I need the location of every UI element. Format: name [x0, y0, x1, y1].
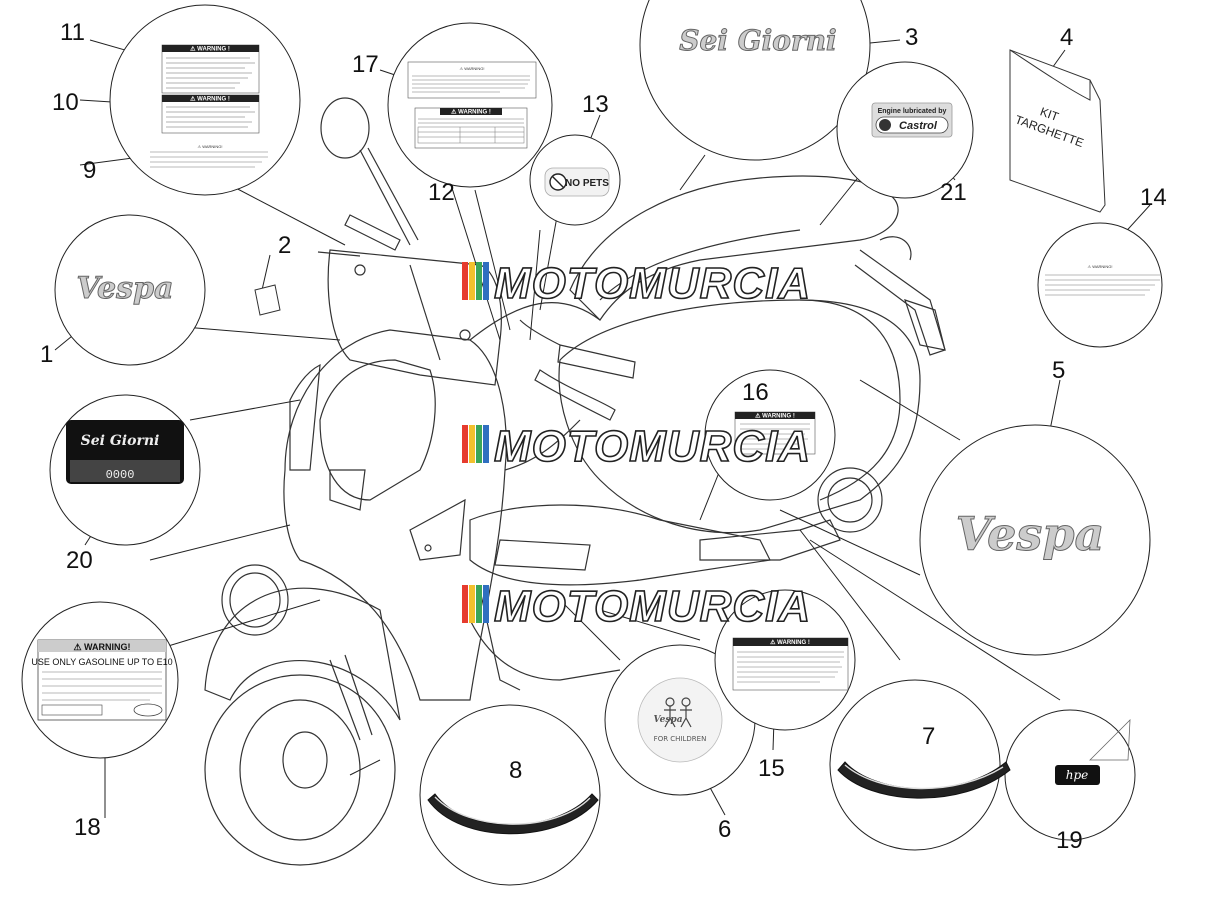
decal-warning-14: ⚠ WARNING!	[1045, 264, 1160, 296]
callout-9: 9	[83, 157, 96, 184]
watermark-3: MOTOMURCIA	[462, 581, 811, 632]
circle-stripe-7	[829, 679, 1001, 851]
callout-4: 4	[1060, 24, 1073, 51]
svg-text:⚠ WARNING!: ⚠ WARNING!	[1088, 264, 1113, 269]
front-wheel	[204, 674, 396, 866]
svg-text:⚠ WARNING !: ⚠ WARNING !	[451, 109, 491, 116]
circle-sei-giorni	[639, 0, 871, 161]
decal-warning-10: ⚠ WARNING !	[161, 94, 260, 134]
svg-text:⚠ WARNING !: ⚠ WARNING !	[190, 46, 230, 53]
svg-text:Sei Giorni: Sei Giorni	[679, 24, 836, 57]
decal-stripe-7	[837, 761, 1011, 799]
callout-16: 16	[742, 379, 769, 406]
callout-1: 1	[40, 341, 53, 368]
svg-text:Vespa: Vespa	[77, 271, 174, 306]
svg-text:KIT: KIT	[1038, 104, 1061, 124]
decal-warning-11: ⚠ WARNING !	[161, 44, 260, 94]
callout-19: 19	[1056, 827, 1083, 854]
svg-text:MOTOMURCIA: MOTOMURCIA	[494, 259, 811, 308]
callout-7: 7	[922, 723, 935, 750]
callout-20: 20	[66, 547, 93, 574]
svg-text:Castrol: Castrol	[899, 120, 938, 132]
svg-text:USE ONLY GASOLINE UP TO E10: USE ONLY GASOLINE UP TO E10	[31, 657, 172, 667]
watermark-2: MOTOMURCIA	[462, 421, 811, 472]
callout-8: 8	[509, 757, 522, 784]
mirror	[320, 97, 370, 159]
svg-text:⚠ WARNING!: ⚠ WARNING!	[198, 144, 223, 149]
callout-13: 13	[582, 91, 609, 118]
callout-15: 15	[758, 755, 785, 782]
callout-3: 3	[905, 24, 918, 51]
callout-18: 18	[74, 814, 101, 841]
circle-label-12-17	[387, 22, 553, 188]
callout-14: 14	[1140, 184, 1167, 211]
decal-warning-12: ⚠ WARNING !	[414, 107, 528, 149]
decal-sei-giorni-3: Sei Giorni	[679, 24, 837, 58]
svg-text:Sei Giorni: Sei Giorni	[81, 433, 160, 449]
svg-text:⚠ WARNING !: ⚠ WARNING !	[755, 413, 795, 420]
decal-vespa-logo-5: Vespa	[955, 507, 1105, 562]
decal-warning-16: ⚠ WARNING !	[734, 411, 816, 455]
circle-vespa-logo-1	[54, 214, 206, 366]
decal-badge-20: Sei Giorni 0000	[66, 420, 184, 484]
svg-text:MOTOMURCIA: MOTOMURCIA	[494, 422, 811, 471]
svg-text:MOTOMURCIA: MOTOMURCIA	[494, 582, 811, 631]
callout-numbers: 11 10 9 1 2 17 12 13 3 4 14 21 5 16 20 1…	[40, 19, 1167, 854]
callout-11: 11	[60, 19, 85, 46]
headlight	[221, 564, 289, 636]
scooter-drawing	[204, 97, 946, 866]
watermark-1: MOTOMURCIA	[462, 258, 811, 309]
decal-stripe-8	[427, 793, 599, 835]
decal-no-pets-13: NO PETS	[544, 167, 610, 197]
svg-text:Vespa: Vespa	[956, 507, 1105, 561]
decal-for-children-6: Vespa FOR CHILDREN	[637, 677, 723, 763]
leader-lines	[54, 39, 1151, 836]
svg-text:Engine lubricated by: Engine lubricated by	[878, 108, 947, 115]
callout-6: 6	[718, 816, 731, 843]
decal-castrol-21: Engine lubricated by Castrol	[871, 102, 953, 138]
callout-12: 12	[428, 179, 455, 206]
svg-text:⚠ WARNING !: ⚠ WARNING !	[190, 96, 230, 103]
cvt-cover	[817, 467, 883, 533]
callout-17: 17	[352, 51, 379, 78]
svg-text:NO PETS: NO PETS	[565, 178, 609, 189]
decal-warning-15: ⚠ WARNING !	[732, 637, 849, 691]
decal-small-2	[254, 284, 281, 316]
decal-hpe-19: hpe	[1055, 718, 1131, 785]
callout-21: 21	[940, 179, 967, 206]
detail-circles	[21, 0, 1163, 886]
svg-text:⚠ WARNING!: ⚠ WARNING!	[73, 642, 130, 652]
svg-text:FOR CHILDREN: FOR CHILDREN	[654, 735, 707, 743]
callout-10: 10	[52, 89, 79, 116]
svg-text:Vespa: Vespa	[653, 715, 682, 725]
children-icon	[664, 697, 692, 728]
svg-text:hpe: hpe	[1066, 768, 1089, 782]
svg-text:0000: 0000	[106, 468, 135, 482]
watermark-group: MOTOMURCIA MOTOMURCIA MOTOMURCIA	[462, 258, 811, 632]
circle-stripe-8	[419, 704, 601, 886]
svg-text:⚠ WARNING !: ⚠ WARNING !	[770, 639, 810, 646]
decal-warning-17: ⚠ WARNING!	[407, 61, 537, 99]
svg-text:⚠ WARNING!: ⚠ WARNING!	[460, 66, 485, 71]
callout-5: 5	[1052, 357, 1065, 384]
decal-vespa-logo-1: Vespa	[76, 271, 174, 307]
decal-warning-9: ⚠ WARNING!	[150, 144, 268, 168]
decal-kit-bag-4: KIT TARGHETTE	[1009, 49, 1106, 213]
callout-2: 2	[278, 232, 291, 259]
circle-vespa-logo-5	[919, 424, 1151, 656]
decal-gasoline-18: ⚠ WARNING! USE ONLY GASOLINE UP TO E10	[31, 639, 173, 721]
castrol-logo-icon	[879, 119, 891, 131]
